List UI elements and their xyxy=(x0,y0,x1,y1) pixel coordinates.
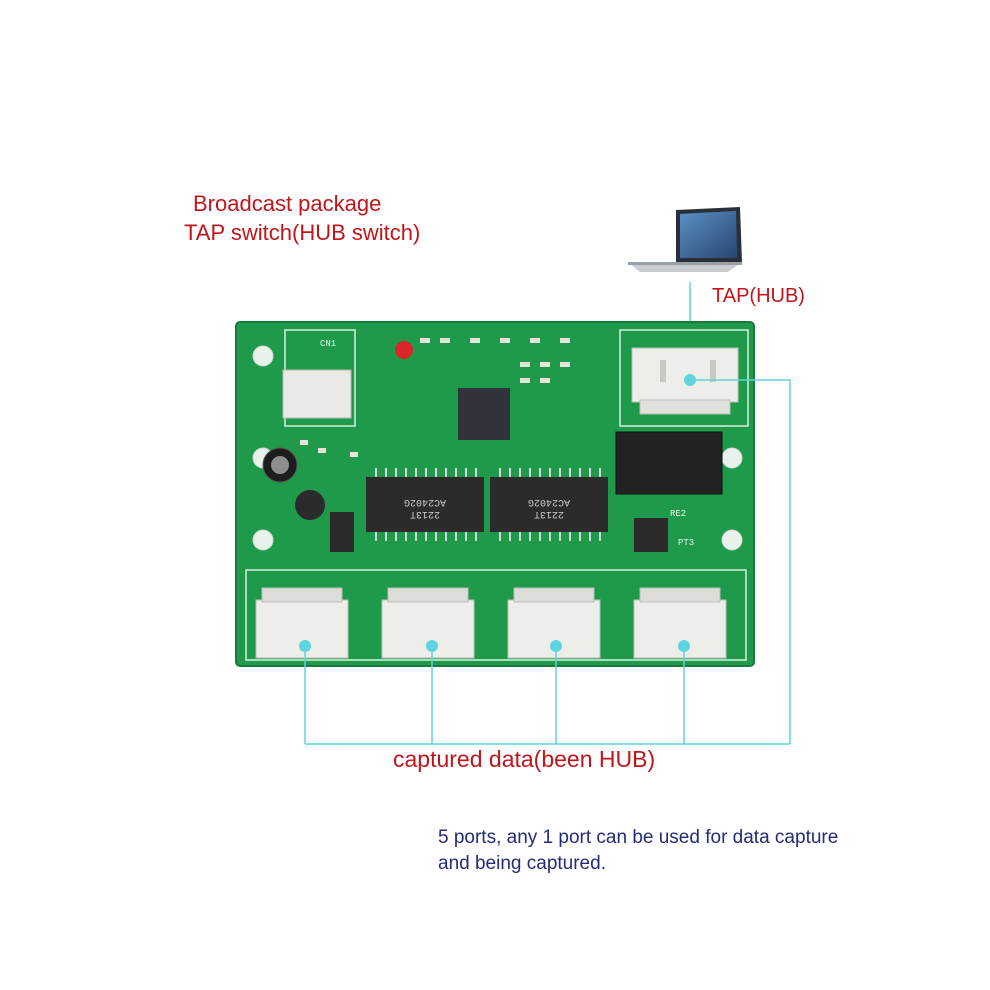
tap-port xyxy=(631,347,739,415)
port-label: PT3 xyxy=(678,538,694,548)
leader-lines-captured xyxy=(304,379,791,745)
pcb-board: CN1 AC2402G 2213T A xyxy=(235,321,755,667)
port-2 xyxy=(381,587,475,659)
captured-data-label: captured data(been HUB) xyxy=(393,746,656,772)
resistor-label: RE2 xyxy=(670,509,686,519)
port-markers xyxy=(299,374,696,652)
laptop-icon xyxy=(628,207,742,272)
chip-2-marking: AC2402G xyxy=(528,496,570,507)
note-line-2: and being captured. xyxy=(438,853,606,874)
note-line-1: 5 ports, any 1 port can be used for data… xyxy=(438,827,839,848)
title-line-1: Broadcast package xyxy=(193,191,382,216)
connector-label: CN1 xyxy=(320,339,336,349)
chip-1-sub-marking: 2213T xyxy=(410,508,440,519)
chip-1-marking: AC2402G xyxy=(404,496,446,507)
ports-row xyxy=(255,587,727,659)
chip-2-sub-marking: 2213T xyxy=(534,508,564,519)
title-line-2: TAP switch(HUB switch) xyxy=(184,220,421,245)
tap-label: TAP(HUB) xyxy=(712,285,805,307)
